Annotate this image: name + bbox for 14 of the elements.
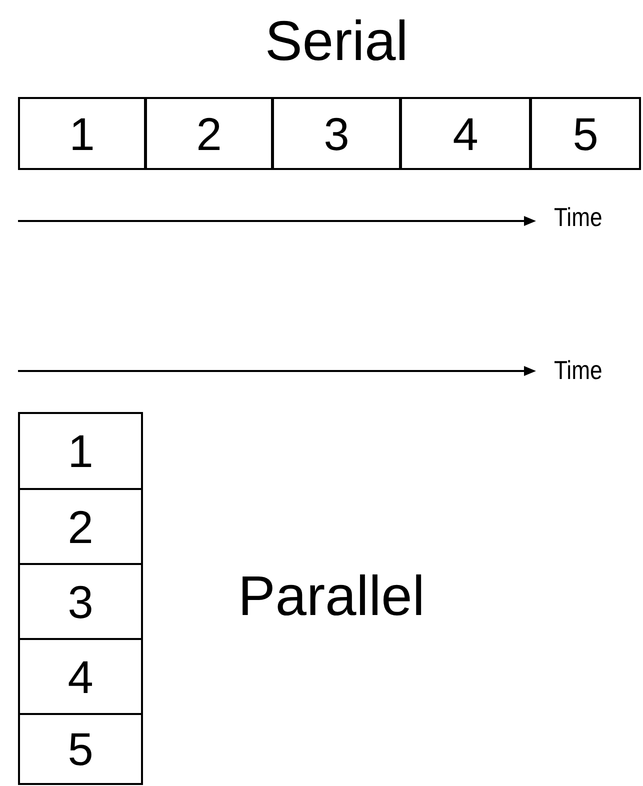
axis-label: Time (554, 202, 602, 233)
step-box: 3 (18, 563, 143, 640)
step-box: 5 (18, 713, 143, 785)
step-box: 5 (530, 97, 641, 170)
step-box: 4 (400, 97, 531, 170)
step-box: 2 (145, 97, 273, 170)
section-heading: Serial (265, 8, 408, 73)
section-heading: Parallel (238, 563, 425, 628)
step-box: 2 (18, 488, 143, 565)
step-box: 1 (18, 412, 143, 490)
axis-label: Time (554, 355, 602, 386)
step-box: 1 (18, 97, 146, 170)
step-box: 4 (18, 638, 143, 715)
step-box: 3 (272, 97, 401, 170)
